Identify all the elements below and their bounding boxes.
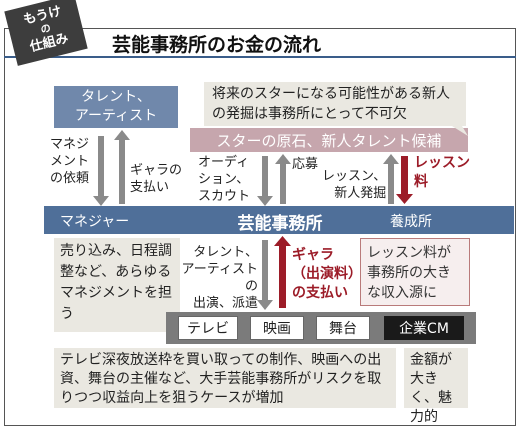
- audition-line-3: スカウト: [198, 189, 251, 204]
- manager-work-text: 売り込み、日程調整など、あらゆるマネジメントを担う: [60, 243, 172, 322]
- dispatch-line-1: タレント、: [193, 245, 258, 260]
- arrow-audition: [257, 156, 273, 206]
- talent-line-2: アーティスト: [74, 108, 158, 124]
- arrow-gara: [274, 236, 291, 308]
- lesson-fee-line-2: 料: [414, 174, 428, 190]
- gara-line-1: ギャラ: [292, 247, 334, 263]
- diagram-title: 芸能事務所のお金の流れ: [112, 34, 322, 56]
- gara-label: ギャラ （出演料） の支払い: [292, 246, 362, 303]
- media-stage: 舞台: [316, 316, 370, 340]
- manager-work-box: 売り込み、日程調整など、あらゆるマネジメントを担う: [54, 238, 180, 332]
- header-divider: [4, 56, 516, 58]
- audition-label: オーディ ション、 スカウト: [198, 154, 250, 205]
- mgmt-request-line-3: の依頼: [50, 171, 90, 186]
- star-note-tail: [452, 126, 468, 136]
- gara-line-2: （出演料）: [292, 266, 362, 282]
- arrow-lesson-find: [383, 154, 399, 204]
- pay-line-2: 支払い: [130, 180, 170, 195]
- star-note-box: 将来のスターになる可能性がある新人の発掘は事務所にとって不可欠: [204, 82, 466, 126]
- office-label: 芸能事務所: [237, 214, 323, 234]
- cm-note-text: 金額が大きく、魅力的: [410, 352, 452, 425]
- candidates-box: スターの原石、新人タレント候補: [190, 128, 468, 152]
- star-note-text: 将来のスターになる可能性がある新人の発掘は事務所にとって不可欠: [212, 86, 450, 122]
- lesson-income-text: レッスン料が事務所の大きな収入源に: [367, 245, 451, 301]
- lesson-find-label: レッスン、 新人発掘: [322, 168, 386, 202]
- office-bar: [44, 206, 514, 234]
- arrow-apply: [275, 154, 291, 204]
- pay-label: ギャラの 支払い: [130, 162, 182, 196]
- talent-box: タレント、 アーティスト: [54, 86, 178, 128]
- media-cm: 企業CM: [384, 316, 464, 340]
- media-tv: テレビ: [178, 316, 238, 340]
- arrow-mgmt-request: [93, 136, 109, 206]
- mgmt-request-line-1: マネジ: [50, 137, 90, 152]
- school-label: 養成所: [390, 214, 432, 230]
- cm-note-box: 金額が大きく、魅力的: [404, 348, 468, 425]
- audition-line-2: ション、: [198, 172, 250, 187]
- media-movie: 映画: [250, 316, 304, 340]
- lesson-find-line-1: レッスン、: [322, 169, 387, 184]
- bottom-note-text: テレビ深夜放送枠を買い取っての制作、映画への出資、舞台の主催など、大手芸能事務所…: [60, 352, 382, 406]
- gara-line-3: の支払い: [292, 285, 348, 301]
- lesson-income-box: レッスン料が事務所の大きな収入源に: [360, 238, 470, 306]
- apply-label: 応募: [292, 157, 319, 172]
- lesson-fee-label: レッスン 料: [414, 154, 470, 192]
- pay-line-1: ギャラの: [130, 163, 183, 178]
- arrow-pay-talent: [114, 130, 130, 204]
- arrow-lesson-fee: [396, 156, 413, 204]
- dispatch-label: タレント、 アーティストの 出演、派遣: [176, 244, 258, 312]
- dispatch-line-2: アーティストの: [181, 262, 258, 294]
- lesson-find-line-2: 新人発掘: [334, 186, 387, 201]
- dispatch-line-3: 出演、派遣: [192, 296, 258, 311]
- manager-label: マネジャー: [60, 214, 130, 230]
- lesson-fee-line-1: レッスン: [414, 155, 470, 171]
- talent-line-1: タレント、: [81, 89, 151, 105]
- candidates-text: スターの原石、新人タレント候補: [216, 131, 442, 150]
- mgmt-request-line-2: メント: [50, 154, 90, 169]
- mgmt-request-label: マネジ メント の依頼: [50, 136, 89, 187]
- arrow-dispatch: [257, 240, 273, 310]
- bottom-note-box: テレビ深夜放送枠を買い取っての制作、映画への出資、舞台の主催など、大手芸能事務所…: [54, 348, 396, 408]
- audition-line-1: オーディ: [198, 155, 250, 170]
